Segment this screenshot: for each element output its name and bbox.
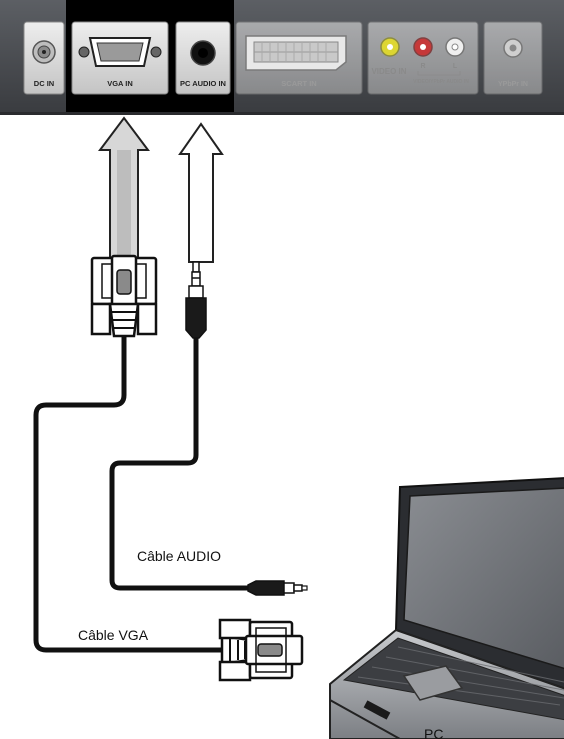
video-in-label: VIDEO IN <box>371 67 406 76</box>
video-audio-in-ports: VIDEO IN R L VIDEO/YPbPr AUDIO IN <box>367 21 479 95</box>
vga-arrow-up-icon <box>98 116 150 259</box>
tv-connector-panel: DC IN VGA IN PC AUDIO IN <box>0 0 564 115</box>
scart-in-port: SCART IN <box>235 21 363 95</box>
pc-audio-in-label: PC AUDIO IN <box>180 79 226 88</box>
audio-plug-top-icon <box>185 261 207 339</box>
vga-in-port: VGA IN <box>71 21 169 95</box>
pc-label: PC <box>424 726 443 739</box>
pc-audio-in-port: PC AUDIO IN <box>175 21 231 95</box>
audio-cable-label: Câble AUDIO <box>137 548 221 564</box>
scart-in-label: SCART IN <box>281 79 316 88</box>
audio-cable <box>109 336 258 591</box>
laptop-pc-icon <box>329 477 564 739</box>
audio-r-label: R <box>420 63 425 70</box>
vga-in-label: VGA IN <box>107 79 133 88</box>
audio-plug-bottom-icon <box>247 580 308 596</box>
vga-cable <box>33 335 222 653</box>
vga-cable-label: Câble VGA <box>78 627 149 643</box>
ypbpr-in-port: YPbPr IN <box>483 21 543 95</box>
video-ypbpr-audio-in-label: VIDEO/YPbPr AUDIO IN <box>413 79 469 85</box>
dc-in-label: DC IN <box>34 79 54 88</box>
audio-l-label: L <box>453 63 458 70</box>
audio-arrow-up-icon <box>178 122 224 263</box>
vga-port-icon <box>78 37 162 67</box>
vga-connector-top-icon <box>90 254 158 338</box>
ypbpr-in-label: YPbPr IN <box>498 81 528 88</box>
scart-port-icon <box>245 35 347 71</box>
vga-connector-bottom-icon <box>218 618 304 682</box>
dc-in-port: DC IN <box>23 21 65 95</box>
